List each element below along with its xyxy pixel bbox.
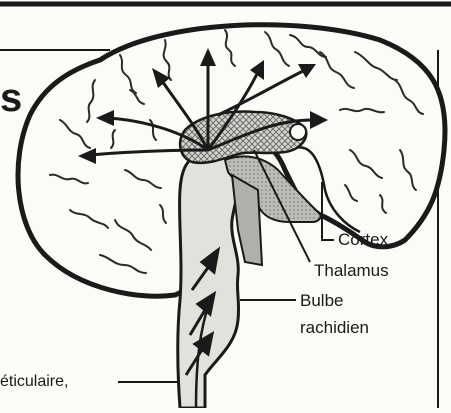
bulbe-label-line2: rachidien [300,319,369,336]
thalamus-label: Thalamus [314,262,389,279]
pineal-body [290,124,306,140]
cortex-label: Cortex [338,231,388,248]
reticular-formation-label: éticulaire, [0,374,68,390]
bulbe-label-line1: Bulbe [300,292,343,309]
edge-heading-fragment: s [0,78,22,118]
brainstem [178,153,240,409]
